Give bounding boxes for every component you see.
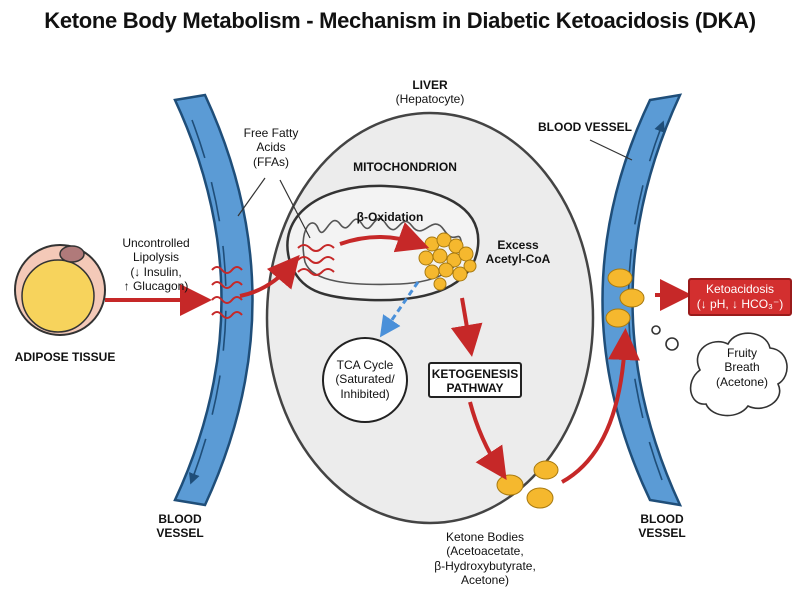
adipose-tissue-label: ADIPOSE TISSUE [14,350,116,364]
tca-cycle-label: TCA Cycle (Saturated/ Inhibited) [325,358,405,401]
ketoacidosis-line2: (↓ pH, ↓ HCO₃⁻) [696,297,784,311]
breath-line2: Breath [724,360,760,375]
right-blood-vessel [601,93,683,507]
ketone-bodies-shapes [496,460,559,509]
lipolysis-line3: (↓ Insulin, [130,264,182,279]
beta-oxidation-label: β-Oxidation [356,210,424,224]
blood-vessel-right-label: BLOOD VESSEL [622,512,702,541]
ffa-line3: (FFAs) [253,154,289,169]
blood-vessel-right-line1: BLOOD [640,512,684,526]
adipose-cell [14,244,106,336]
ffa-label: Free Fatty Acids (FFAs) [236,126,306,169]
ketone-bodies-vessel [605,268,645,328]
fruity-breath-label: Fruity Breath (Acetone) [702,346,782,389]
ketogenesis-pathway-box: KETOGENESIS PATHWAY [428,362,522,398]
acetyl-coa-line2: Acetyl-CoA [485,252,551,267]
breath-line3: (Acetone) [715,374,769,389]
acetyl-coa-line1: Excess [497,238,539,252]
diagram-title: Ketone Body Metabolism - Mechanism in Di… [44,8,756,33]
mitochondrion-label: MITOCHONDRION [353,160,457,174]
ketone-bodies-line2: (Acetoacetate, [446,544,524,559]
ketoacidosis-line1: Ketoacidosis [705,282,775,296]
ketoacidosis-box: Ketoacidosis (↓ pH, ↓ HCO₃⁻) [688,278,792,316]
ketone-bodies-label: Ketone Bodies (Acetoacetate, β-Hydroxybu… [420,530,550,588]
liver-label: LIVER (Hepatocyte) [390,78,470,107]
ketogenesis-line1: KETOGENESIS [431,367,519,381]
ffa-squiggles-mito [297,244,335,276]
acetyl-coa-label: Excess Acetyl-CoA [478,238,558,267]
lipolysis-line4: ↑ Glucagon) [123,279,189,294]
liver-label-line2: (Hepatocyte) [395,92,465,107]
breath-line1: Fruity [727,346,757,360]
tca-line1: TCA Cycle [336,358,394,372]
ketone-bodies-line4: Acetone) [460,573,510,588]
ffa-squiggles-vessel [211,266,243,319]
blood-vessel-top-right-label: BLOOD VESSEL [537,120,632,134]
lipolysis-line2: Lipolysis [132,250,180,265]
tca-line3: Inhibited) [340,386,390,401]
ffa-line1: Free Fatty [243,126,299,140]
ketogenesis-line2: PATHWAY [446,381,504,396]
ketone-bodies-line1: Ketone Bodies [445,530,525,544]
blood-vessel-left-line1: BLOOD [158,512,202,526]
ffa-line2: Acids [256,140,286,155]
leader-lines [237,139,633,239]
lipolysis-line1: Uncontrolled [122,236,190,250]
breath-cloud [651,325,788,417]
blood-vessel-right-line2: VESSEL [638,526,686,541]
left-blood-vessel [173,93,254,507]
ketone-bodies-line3: β-Hydroxybutyrate, [434,558,536,573]
tca-line2: (Saturated/ [335,372,395,387]
blood-vessel-left-label: BLOOD VESSEL [140,512,220,541]
lipolysis-label: Uncontrolled Lipolysis (↓ Insulin, ↑ Glu… [108,236,204,294]
acetyl-coa-cluster [418,232,477,291]
red-flow-arrows [105,222,692,484]
blood-vessel-left-line2: VESSEL [156,526,204,541]
tca-cycle-circle [322,337,408,423]
liver-label-line1: LIVER [412,78,448,92]
